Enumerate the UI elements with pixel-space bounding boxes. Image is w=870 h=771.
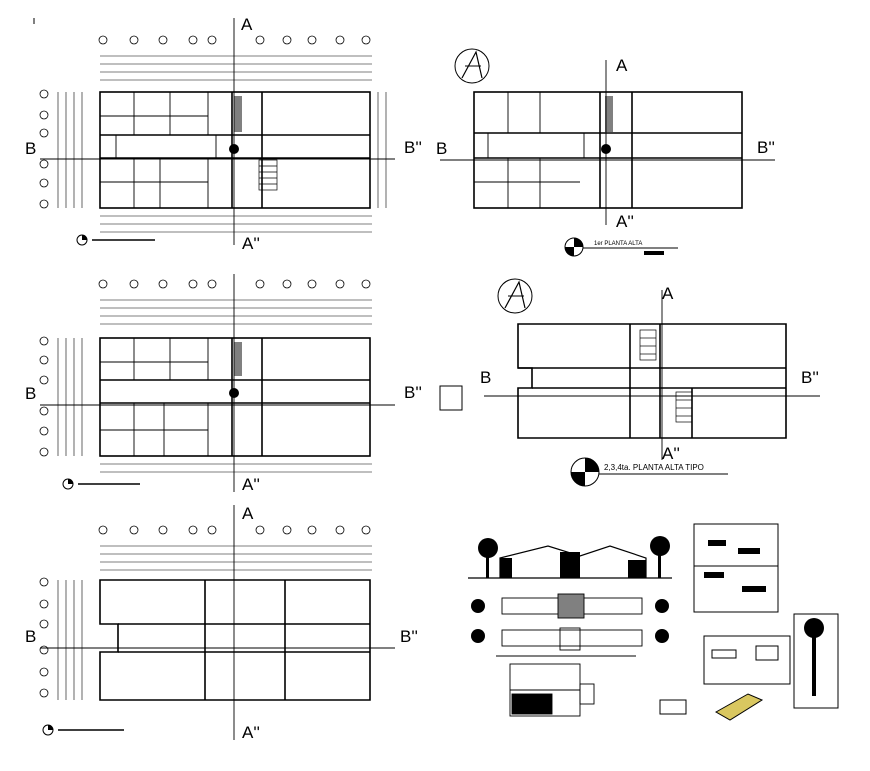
section-label-b2: B'' — [404, 138, 422, 157]
dimension-lines-left — [57, 580, 83, 700]
section-label-a: A — [662, 284, 674, 303]
north-arrow-icon — [454, 48, 490, 84]
title-symbol — [564, 237, 678, 257]
plan-title-first-floor: 1er PLANTA ALTA — [594, 241, 642, 247]
hatched-core — [605, 96, 613, 132]
row-axis-markers — [39, 577, 49, 698]
section-label-a2: A'' — [662, 444, 680, 463]
column-axis-markers — [98, 525, 371, 535]
plan-first-floor: B B'' A A'' 1er PLANTA ALTA — [436, 48, 775, 257]
building-outline — [99, 579, 371, 701]
interior-walls — [100, 92, 217, 208]
section-label-b2: B'' — [757, 138, 775, 157]
plan-roof: B B'' A A'' — [25, 504, 418, 742]
section-label-b2: B'' — [404, 383, 422, 402]
title-symbol — [62, 478, 140, 490]
dimension-lines-left — [57, 92, 83, 208]
hatched-core — [234, 96, 242, 132]
section-label-b: B — [25, 384, 36, 403]
section-label-a2: A'' — [242, 234, 260, 253]
plan-title-typical-floor: 2,3,4ta. PLANTA ALTA TIPO — [604, 463, 704, 472]
dimension-lines-top — [100, 299, 372, 325]
dimension-lines-bottom — [100, 215, 372, 233]
north-arrow-icon — [497, 278, 533, 314]
dimension-lines-top — [100, 55, 372, 81]
street-detail — [509, 663, 595, 717]
dimension-lines-top — [100, 545, 372, 571]
section-label-a2: A'' — [242, 723, 260, 742]
site-plan — [496, 593, 643, 657]
section-label-b: B — [25, 627, 36, 646]
dimension-lines-right — [377, 92, 387, 208]
dimension-lines-bottom — [100, 463, 372, 473]
section-label-a: A — [616, 56, 628, 75]
palm-tree-icon — [478, 536, 670, 578]
section-label-b: B — [480, 368, 491, 387]
stair — [258, 159, 278, 191]
interior-walls — [100, 338, 209, 456]
section-label-a: A — [242, 504, 254, 523]
plan-ground-floor: B B'' A A'' — [25, 15, 422, 253]
section-label-a2: A'' — [242, 475, 260, 494]
section-label-b: B — [436, 139, 447, 158]
section-label-b2: B'' — [801, 368, 819, 387]
section-label-b2: B'' — [400, 627, 418, 646]
paving-detail — [659, 693, 764, 721]
detail-panel-bench — [703, 635, 791, 685]
tree-symbol-icon — [471, 599, 669, 643]
building-outline — [517, 323, 787, 439]
dimension-lines-left — [57, 338, 83, 456]
row-axis-markers — [39, 89, 49, 209]
column-axis-markers — [98, 279, 371, 289]
section-label-a2: A'' — [616, 212, 634, 231]
detail-panel-palm — [793, 613, 839, 709]
elevation-and-details — [468, 523, 839, 721]
building-outline — [473, 91, 743, 209]
detail-box — [439, 385, 463, 411]
column-axis-markers — [98, 35, 371, 45]
row-axis-markers — [39, 336, 49, 457]
title-symbol — [76, 234, 155, 246]
hatched-core — [234, 342, 242, 376]
detail-panel-furniture — [693, 523, 779, 613]
section-label-b: B — [25, 139, 36, 158]
building-outline — [99, 337, 371, 457]
interior-walls — [474, 92, 585, 208]
stair — [639, 329, 693, 423]
title-symbol — [570, 457, 728, 487]
plan-second: B B'' A'' — [25, 274, 463, 494]
plan-typical-floor: B B'' A A'' 2,3,4ta. PLANTA ALTA TIPO — [480, 278, 820, 487]
elevation-drawing — [468, 545, 672, 579]
section-label-a: A — [241, 15, 253, 34]
title-symbol — [42, 724, 124, 736]
